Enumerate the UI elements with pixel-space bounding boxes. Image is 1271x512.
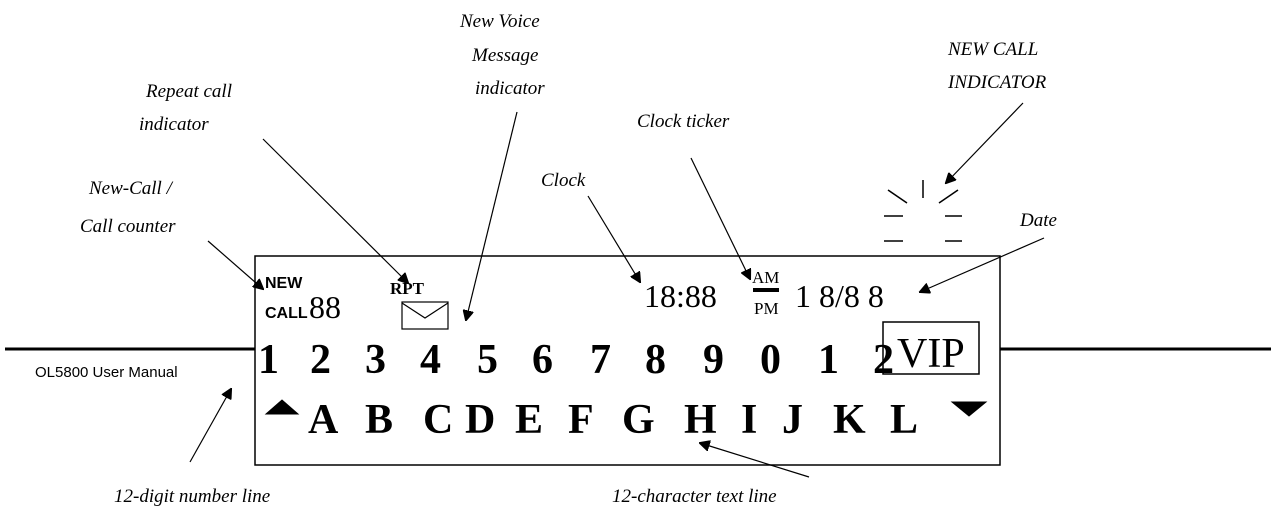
envelope-icon <box>401 301 449 330</box>
letter-j: J <box>782 397 803 443</box>
arrow-date <box>920 237 1045 292</box>
caption-date: Date <box>1019 210 1057 231</box>
arrow-clock-ticker <box>690 157 750 279</box>
digit-3: 3 <box>365 337 386 383</box>
caption-clock: Clock <box>541 170 586 191</box>
arrow-text-line <box>700 443 810 478</box>
letter-f: F <box>568 397 594 443</box>
letter-e: E <box>515 397 543 443</box>
lcd-display-frame <box>254 255 1001 466</box>
letter-g: G <box>622 397 655 443</box>
new-label: NEW <box>265 275 303 292</box>
svg-text:Repeat call: Repeat call <box>145 81 232 102</box>
letter-i: I <box>741 397 757 443</box>
letter-c: C <box>423 397 453 443</box>
digit-8: 8 <box>645 337 666 383</box>
digit-10: 0 <box>760 337 781 383</box>
clock-readout: 18:88 <box>644 278 717 314</box>
date-readout: 1 8/8 8 <box>795 278 884 314</box>
caption-clock-ticker: Clock ticker <box>637 111 730 132</box>
vip-box <box>882 321 980 375</box>
letter-b: B <box>365 397 393 443</box>
new-call-lamp-icon <box>884 180 962 242</box>
call-counter: 88 <box>309 289 341 325</box>
arrow-voice-message <box>466 111 518 320</box>
svg-text:Message: Message <box>471 45 538 66</box>
letter-d: D <box>465 397 495 443</box>
svg-text:indicator: indicator <box>139 114 209 135</box>
letter-a: A <box>308 397 339 443</box>
arrow-new-call-counter <box>207 240 263 289</box>
letter-l: L <box>890 397 918 443</box>
arrow-clock <box>587 195 640 282</box>
svg-text:New Voice: New Voice <box>459 11 540 32</box>
letter-k: K <box>833 397 866 443</box>
pm-label: PM <box>754 299 779 318</box>
manual-footer-label: OL5800 User Manual <box>35 364 178 381</box>
digit-6: 6 <box>532 337 553 383</box>
caption-new-call-indicator: NEW CALL INDICATOR <box>947 39 1047 93</box>
number-line: 1 2 3 4 5 6 7 8 9 0 1 2 <box>258 337 894 383</box>
am-label: AM <box>752 268 779 287</box>
text-line: A B C D E F G H I J K L <box>308 397 918 443</box>
scroll-down-arrow-icon <box>950 401 988 417</box>
svg-text:NEW CALL: NEW CALL <box>947 39 1038 60</box>
svg-text:New-Call /: New-Call / <box>88 178 174 199</box>
scroll-up-arrow-icon <box>264 399 300 415</box>
arrow-repeat-call <box>262 138 408 283</box>
clock-ticker-bar <box>753 288 779 292</box>
vip-label: VIP <box>897 331 965 377</box>
digit-1: 1 <box>258 337 279 383</box>
svg-text:Call counter: Call counter <box>80 216 176 237</box>
caption-voice-message: New Voice Message indicator <box>459 11 545 99</box>
svg-text:indicator: indicator <box>475 78 545 99</box>
caption-text-line: 12-character text line <box>612 486 777 507</box>
call-label: CALL <box>265 305 308 322</box>
caption-new-call-counter: New-Call / Call counter <box>80 178 176 237</box>
digit-4: 4 <box>420 337 441 383</box>
digit-9: 9 <box>703 337 724 383</box>
caption-number-line: 12-digit number line <box>114 486 270 507</box>
letter-h: H <box>684 397 717 443</box>
arrow-new-call-indicator <box>946 102 1024 183</box>
digit-5: 5 <box>477 337 498 383</box>
digit-11: 1 <box>818 337 839 383</box>
svg-text:INDICATOR: INDICATOR <box>947 72 1047 93</box>
digit-7: 7 <box>590 337 611 383</box>
arrow-number-line <box>189 389 231 463</box>
digit-2: 2 <box>310 337 331 383</box>
caption-repeat-call: Repeat call indicator <box>139 81 232 135</box>
